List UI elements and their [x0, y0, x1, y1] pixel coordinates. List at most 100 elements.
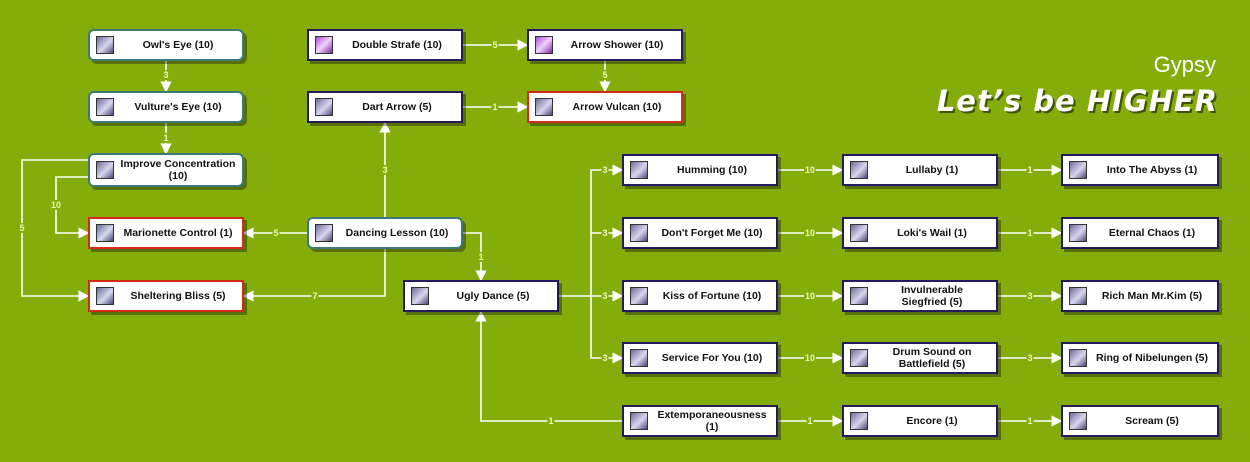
arrow-vulcan-icon [535, 98, 553, 116]
double-strafe-icon [315, 36, 333, 54]
skill-arrow-shower[interactable]: Arrow Shower (10) [527, 29, 683, 61]
skill-lokis-wail[interactable]: Loki's Wail (1) [842, 217, 998, 249]
connector-dancing_lesson-to-ugly_dance [463, 232, 487, 282]
skill-drum-sound[interactable]: Drum Sound on Battlefield (5) [842, 342, 998, 374]
skill-double-strafe[interactable]: Double Strafe (10) [307, 29, 463, 61]
required-level-label: 3 [162, 70, 170, 80]
dancing-lesson-icon [315, 224, 333, 242]
required-level-label: 10 [803, 353, 817, 363]
skill-label: Lullaby (1) [905, 164, 959, 176]
connector-ugly_dance-to-service_for_you [590, 296, 624, 364]
dart-arrow-icon [315, 98, 333, 116]
skill-rich-man-mr-kim[interactable]: Rich Man Mr.Kim (5) [1061, 280, 1219, 312]
connector-dancing_lesson-to-sheltering_bliss [242, 249, 386, 302]
required-level-label: 3 [1026, 353, 1034, 363]
skill-label: Humming (10) [676, 164, 747, 176]
required-level-label: 5 [491, 40, 499, 50]
skill-label: Don't Forget Me (10) [661, 227, 763, 239]
required-level-label: 1 [1026, 165, 1034, 175]
bliss-icon [96, 287, 114, 305]
skill-label: Rich Man Mr.Kim (5) [1101, 290, 1203, 302]
skill-encore[interactable]: Encore (1) [842, 405, 998, 437]
skill-label: Extemporaneousness (1) [657, 409, 767, 433]
rich-man-icon [1069, 287, 1087, 305]
connector-improve_concentration-to-sheltering_bliss [21, 159, 90, 302]
required-level-label: 1 [1026, 416, 1034, 426]
service-for-you-icon [630, 349, 648, 367]
skill-dart-arrow[interactable]: Dart Arrow (5) [307, 91, 463, 123]
skill-vultures-eye[interactable]: Vulture's Eye (10) [88, 91, 244, 123]
class-name: Gypsy [1153, 52, 1216, 77]
skill-label: Owl's Eye (10) [142, 39, 214, 51]
encore-icon [850, 412, 868, 430]
required-level-label: 3 [601, 165, 609, 175]
skill-label: Invulnerable Siegfried (5) [901, 284, 963, 308]
required-level-label: 5 [18, 223, 26, 233]
skill-dancing-lesson[interactable]: Dancing Lesson (10) [307, 217, 463, 249]
skill-scream[interactable]: Scream (5) [1061, 405, 1219, 437]
owl-eye-icon [96, 36, 114, 54]
skill-label: Sheltering Bliss (5) [130, 290, 226, 302]
connector-extemporaneousness-to-ugly_dance [475, 310, 622, 422]
dont-forget-me-icon [630, 224, 648, 242]
skill-ring-of-nibelungen[interactable]: Ring of Nibelungen (5) [1061, 342, 1219, 374]
skill-label: Eternal Chaos (1) [1108, 227, 1196, 239]
lokis-wail-icon [850, 224, 868, 242]
skill-label: Kiss of Fortune (10) [662, 290, 762, 302]
kiss-of-fortune-icon [630, 287, 648, 305]
ugly-dance-icon [411, 287, 429, 305]
skill-label: Loki's Wail (1) [897, 227, 967, 239]
skill-kiss-of-fortune[interactable]: Kiss of Fortune (10) [622, 280, 778, 312]
scream-icon [1069, 412, 1087, 430]
required-level-label: 1 [806, 416, 814, 426]
skill-improve-concentration[interactable]: Improve Concentration (10) [88, 153, 244, 187]
skill-lullaby[interactable]: Lullaby (1) [842, 154, 998, 186]
skill-dont-forget-me[interactable]: Don't Forget Me (10) [622, 217, 778, 249]
lullaby-icon [850, 161, 868, 179]
required-level-label: 10 [49, 200, 63, 210]
vulture-eye-icon [96, 98, 114, 116]
required-level-label: 5 [272, 228, 280, 238]
skill-label: Arrow Shower (10) [570, 39, 664, 51]
skill-service-for-you[interactable]: Service For You (10) [622, 342, 778, 374]
eternal-chaos-icon [1069, 224, 1087, 242]
skill-invulnerable-siegfried[interactable]: Invulnerable Siegfried (5) [842, 280, 998, 312]
required-level-label: 3 [601, 353, 609, 363]
required-level-label: 1 [477, 252, 485, 262]
skill-label: Double Strafe (10) [352, 39, 442, 51]
skill-ugly-dance[interactable]: Ugly Dance (5) [403, 280, 559, 312]
skill-marionette-control[interactable]: Marionette Control (1) [88, 217, 244, 249]
humming-icon [630, 161, 648, 179]
skill-label: Drum Sound on Battlefield (5) [892, 346, 972, 370]
skill-eternal-chaos[interactable]: Eternal Chaos (1) [1061, 217, 1219, 249]
required-level-label: 1 [491, 102, 499, 112]
required-level-label: 3 [381, 165, 389, 175]
required-level-label: 5 [601, 70, 609, 80]
required-level-label: 1 [162, 133, 170, 143]
skill-label: Vulture's Eye (10) [134, 101, 222, 113]
skill-arrow-vulcan[interactable]: Arrow Vulcan (10) [527, 91, 683, 123]
concentration-icon [96, 161, 114, 179]
skill-label: Dancing Lesson (10) [345, 227, 449, 239]
required-level-label: 3 [601, 228, 609, 238]
required-level-label: 3 [601, 291, 609, 301]
skill-label: Improve Concentration (10) [120, 158, 236, 182]
skill-label: Encore (1) [906, 415, 958, 427]
arrow-shower-icon [535, 36, 553, 54]
motto-banner: Let’s be HIGHER [936, 84, 1218, 118]
skill-extemporaneousness[interactable]: Extemporaneousness (1) [622, 405, 778, 437]
skill-label: Ring of Nibelungen (5) [1096, 352, 1208, 364]
skill-owls-eye[interactable]: Owl's Eye (10) [88, 29, 244, 61]
skill-humming[interactable]: Humming (10) [622, 154, 778, 186]
skill-into-the-abyss[interactable]: Into The Abyss (1) [1061, 154, 1219, 186]
skill-label: Ugly Dance (5) [456, 290, 530, 302]
skill-label: Scream (5) [1125, 415, 1179, 427]
skill-sheltering-bliss[interactable]: Sheltering Bliss (5) [88, 280, 244, 312]
required-level-label: 7 [311, 291, 319, 301]
siegfried-icon [850, 287, 868, 305]
required-level-label: 1 [1026, 228, 1034, 238]
extemporaneousness-icon [630, 412, 648, 430]
required-level-label: 10 [803, 291, 817, 301]
abyss-icon [1069, 161, 1087, 179]
